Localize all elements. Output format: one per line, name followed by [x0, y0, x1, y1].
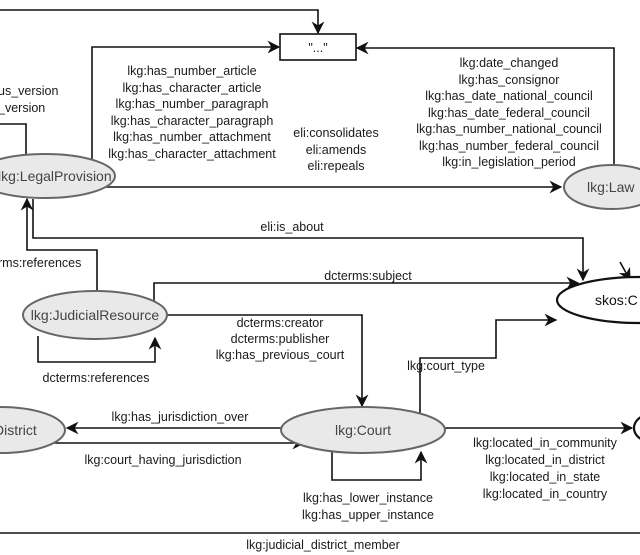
references-upper-label: rms:references — [0, 256, 81, 270]
court-label: lkg:Court — [335, 422, 391, 438]
edge-label: lkg:in_legislation_period — [442, 155, 575, 169]
subject-label: dcterms:subject — [324, 269, 412, 283]
court-having-jurisdiction-label: lkg:court_having_jurisdiction — [84, 453, 241, 467]
court-node[interactable] — [280, 406, 446, 454]
skos-label: skos:C — [595, 292, 638, 308]
edge-label: lkg:has_number_national_council — [416, 122, 602, 136]
edge-label: lkg:has_number_federal_council — [419, 139, 599, 153]
judicial-resource-node[interactable] — [22, 290, 168, 340]
location-node[interactable] — [632, 414, 640, 442]
court-type-label: lkg:court_type — [407, 359, 485, 373]
law-relation-labels: eli:consolidates eli:amends eli:repeals — [293, 126, 378, 173]
edge-label: dcterms:publisher — [231, 332, 330, 346]
law-literal-labels: lkg:date_changed lkg:has_consignor lkg:h… — [416, 56, 602, 169]
edge-label: eli:consolidates — [293, 126, 378, 140]
literal-node[interactable] — [279, 33, 357, 61]
edge-label: lkg:located_in_country — [483, 487, 608, 501]
edge-label: lkg:has_date_federal_council — [428, 106, 590, 120]
district-label: District — [0, 422, 37, 438]
edge-label: lkg:has_character_article — [123, 81, 262, 95]
edge-label: lkg:has_character_paragraph — [111, 114, 274, 128]
edge-label: eli:amends — [306, 143, 366, 157]
law-node[interactable] — [563, 164, 640, 210]
edge-provision-to-literal — [91, 40, 281, 187]
version-labels: us_version _version — [0, 84, 58, 115]
edge-label: lkg:has_character_attachment — [108, 147, 276, 161]
located-labels: lkg:located_in_community lkg:located_in_… — [473, 436, 618, 501]
jurisdiction-over-label: lkg:has_jurisdiction_over — [112, 410, 249, 424]
edge-label: lkg:has_number_paragraph — [116, 97, 269, 111]
judicial-district-member-label: lkg:judicial_district_member — [246, 538, 400, 552]
legal-provision-label: lkg:LegalProvision — [0, 168, 112, 184]
legal-provision-node[interactable] — [0, 153, 116, 199]
version-label: us_version — [0, 84, 58, 98]
edge-label: lkg:has_lower_instance — [303, 491, 433, 505]
edge-label: lkg:date_changed — [460, 56, 559, 70]
edge-label: dcterms:creator — [237, 316, 324, 330]
edge-label: lkg:has_number_article — [127, 64, 256, 78]
edge-label: lkg:has_number_attachment — [113, 130, 271, 144]
edge-version — [0, 123, 27, 154]
edge-label: lkg:has_previous_court — [216, 348, 345, 362]
edge-subject — [153, 276, 580, 302]
edge-resource-to-court — [147, 314, 369, 408]
district-node[interactable] — [0, 406, 66, 454]
edge-top-to-literal — [0, 9, 325, 35]
edge-is-about — [32, 199, 590, 282]
edge-label: lkg:has_consignor — [459, 73, 560, 87]
judicial-resource-label: lkg:JudicialResource — [31, 307, 160, 323]
instance-labels: lkg:has_lower_instance lkg:has_upper_ins… — [302, 491, 434, 522]
provision-literal-labels: lkg:has_number_article lkg:has_character… — [108, 64, 276, 161]
edge-law-to-literal — [355, 41, 615, 165]
edge-label: lkg:located_in_state — [490, 470, 601, 484]
references-self-label: dcterms:references — [43, 371, 150, 385]
edge-instances-self — [331, 450, 428, 481]
is-about-label: eli:is_about — [260, 220, 324, 234]
edge-label: lkg:has_upper_instance — [302, 508, 434, 522]
edge-label: eli:repeals — [308, 159, 365, 173]
edge-references-upper — [20, 197, 98, 290]
edge-label: lkg:has_date_national_council — [425, 89, 593, 103]
edge-label: lkg:located_in_district — [485, 453, 605, 467]
edge-label: lkg:located_in_community — [473, 436, 618, 450]
law-label: lkg:Law — [587, 179, 635, 195]
literal-node-label: "..." — [308, 41, 327, 55]
edge-references-self — [37, 336, 162, 363]
court-relation-labels: dcterms:creator dcterms:publisher lkg:ha… — [216, 316, 345, 362]
skos-node[interactable] — [555, 275, 640, 325]
version-label: _version — [0, 101, 45, 115]
